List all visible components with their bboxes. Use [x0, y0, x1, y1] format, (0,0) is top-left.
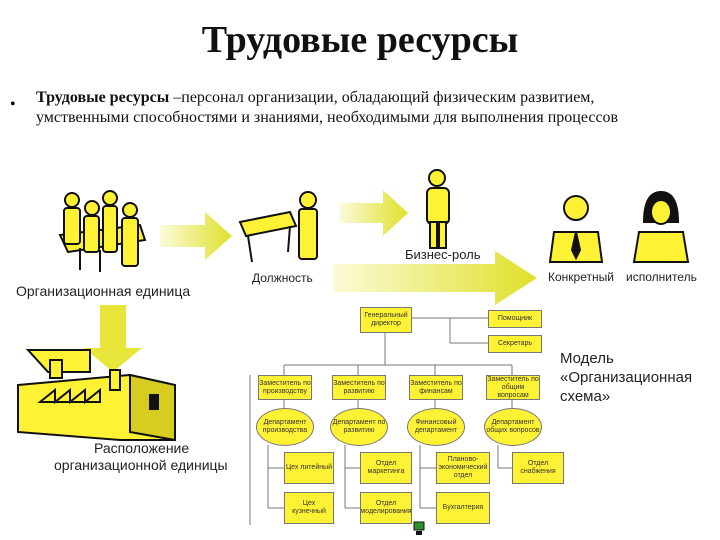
org-unit-icon — [58, 190, 147, 272]
label-concrete: Конкретный — [548, 270, 614, 284]
org-oval-department: Департамент по развитию — [330, 408, 388, 446]
label-model-1: Модель — [560, 350, 614, 367]
org-box-director: Генеральный директор — [360, 307, 412, 333]
bullet-icon: • — [10, 96, 16, 113]
label-business-role: Бизнес-роль — [405, 247, 481, 262]
org-box-unit: Бухгалтерия — [436, 492, 490, 524]
label-model-3: схема» — [560, 388, 611, 405]
executor-woman-icon — [632, 190, 690, 263]
org-box-deputy: Заместитель по финансам — [409, 375, 463, 400]
arrow-role-to-executor — [333, 251, 537, 305]
position-icon — [238, 191, 318, 263]
arrow-down-to-location — [84, 305, 142, 372]
org-oval-department: Департамент производства — [256, 408, 314, 446]
arrow-position-to-role — [340, 190, 408, 236]
org-box-secretary: Секретарь — [488, 335, 542, 353]
org-box-unit: Отдел моделирования — [360, 492, 412, 524]
label-location-2: организационной единицы — [54, 457, 228, 473]
definition-term: Трудовые ресурсы — [36, 89, 170, 106]
label-location-1: Расположение — [94, 440, 190, 456]
org-box-deputy: Заместитель по развитию — [332, 375, 386, 400]
org-box-unit: Планово-экономический отдел — [436, 452, 490, 484]
org-box-unit: Цех литейный — [284, 452, 334, 484]
org-oval-department: Департамент общих вопросов — [484, 408, 542, 446]
org-box-assistant: Помощник — [488, 310, 542, 328]
org-box-unit: Отдел снабжения — [512, 452, 564, 484]
org-chart-connectors — [249, 317, 513, 525]
label-org-unit: Организационная единица — [16, 283, 191, 299]
org-oval-department: Финансовый департамент — [407, 408, 465, 446]
business-role-icon — [426, 169, 450, 249]
small-computer-icon — [413, 521, 425, 535]
org-box-unit: Цех кузнечный — [284, 492, 334, 524]
arrow-unit-to-position — [160, 212, 232, 260]
label-executor: исполнитель — [626, 270, 697, 284]
definition-text: Трудовые ресурсы –персонал организации, … — [36, 88, 636, 128]
executor-man-icon — [548, 195, 604, 263]
org-box-unit: Отдел маркетинга — [360, 452, 412, 484]
page-title: Трудовые ресурсы — [201, 19, 519, 61]
org-box-deputy: Заместитель по производству — [258, 375, 312, 400]
org-box-deputy: Заместитель по общим вопросам — [486, 375, 540, 400]
factory-icon — [17, 349, 176, 442]
label-position: Должность — [252, 271, 313, 285]
definition-body: –персонал организации, обладающий физиче… — [36, 89, 619, 126]
label-model-2: «Организационная — [560, 369, 693, 386]
